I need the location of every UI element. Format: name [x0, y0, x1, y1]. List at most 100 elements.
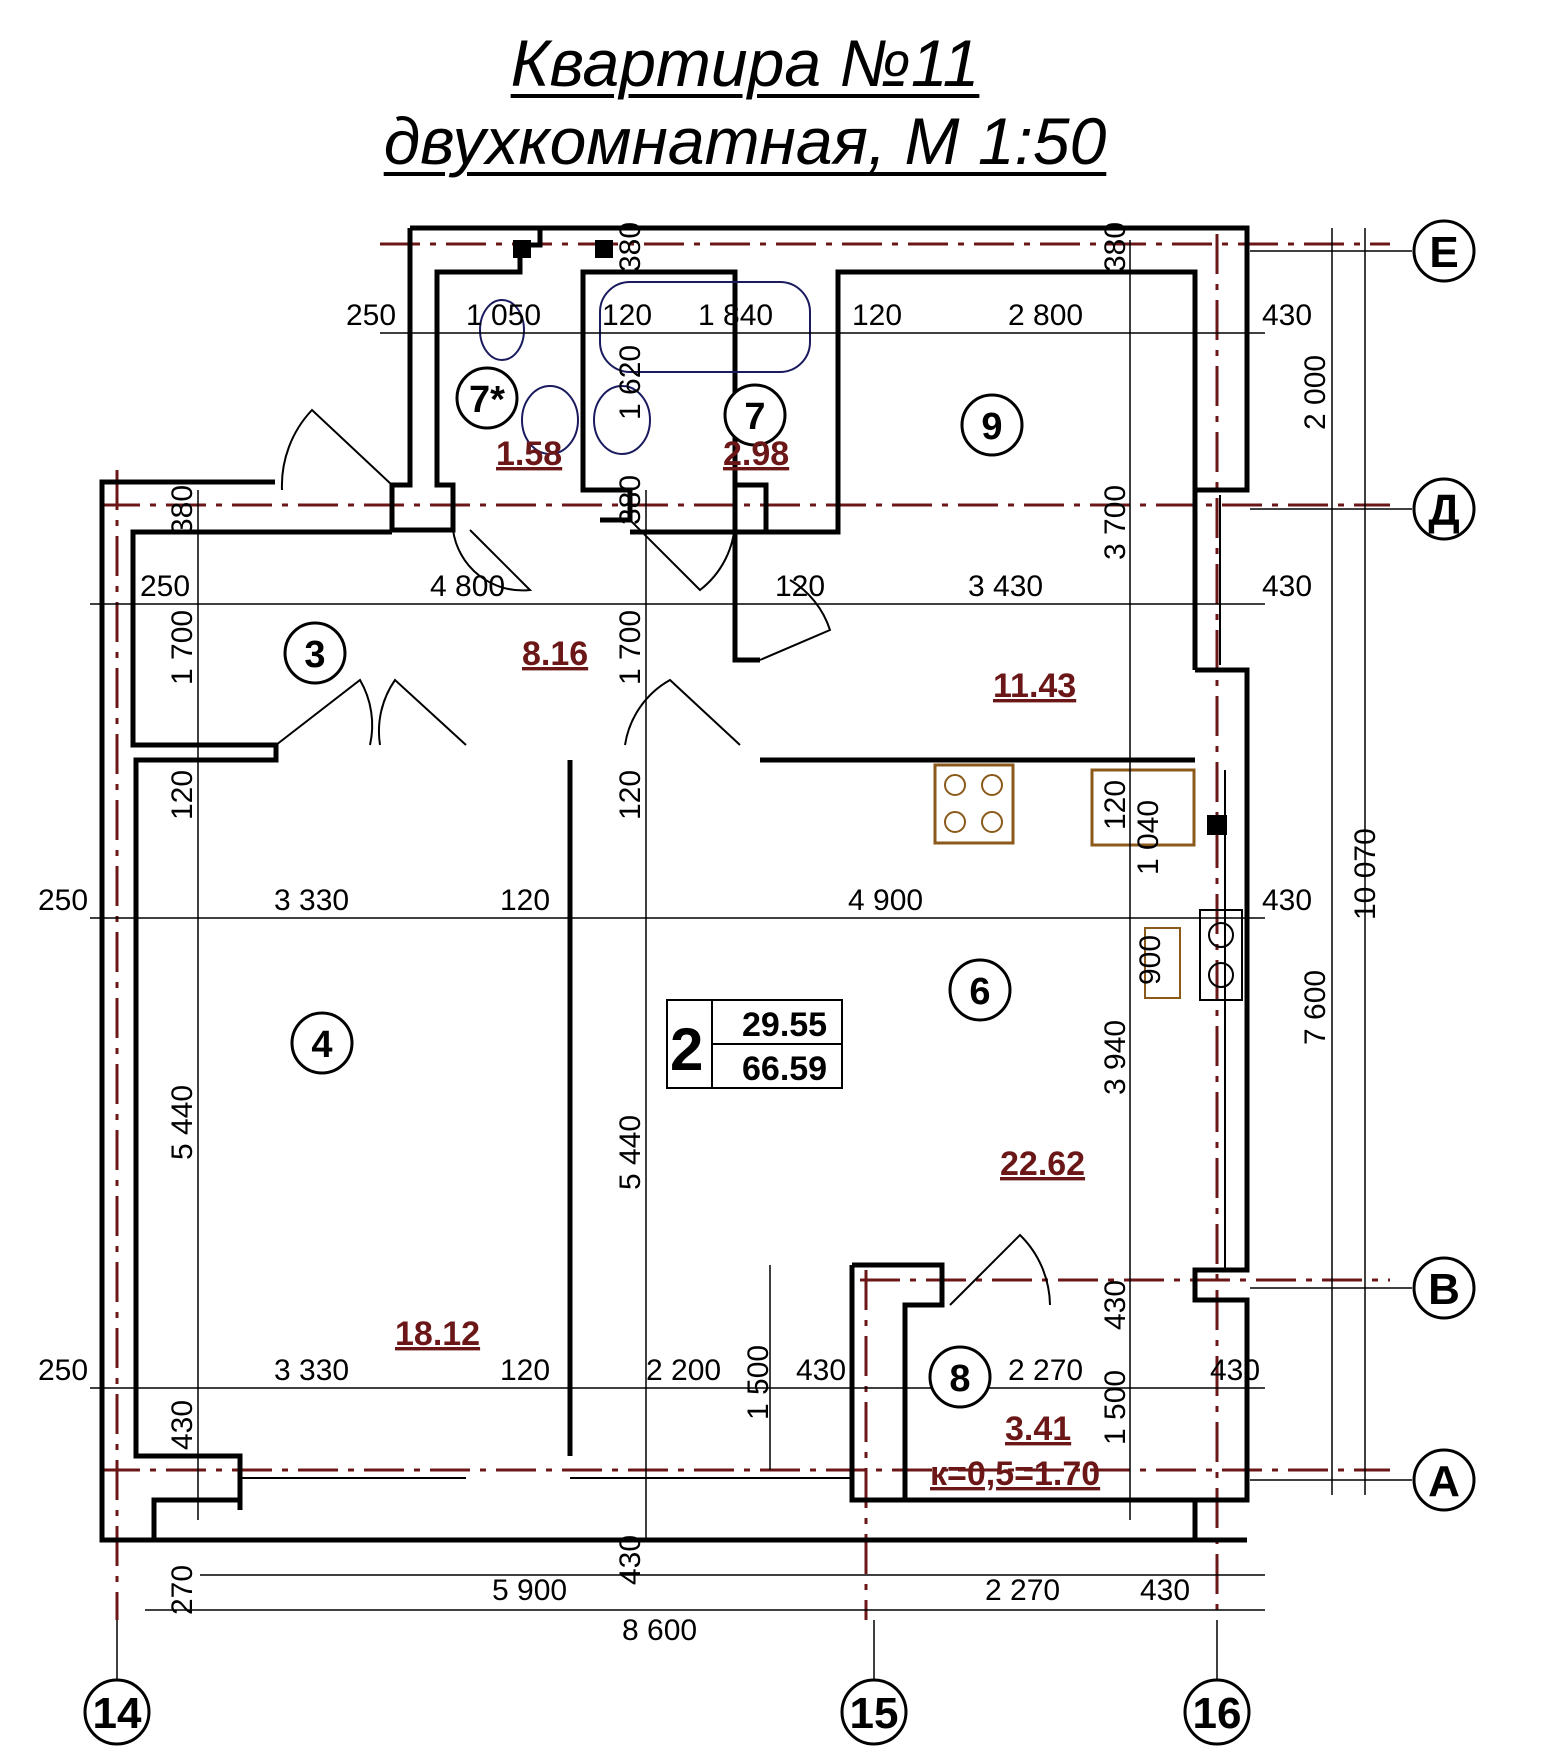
apartment-summary: 2 29.55 66.59: [666, 999, 843, 1089]
door-room4-a: [275, 678, 374, 746]
room-number: 7: [744, 396, 765, 438]
riser-icon: [513, 240, 531, 258]
wall-room9-left: [732, 485, 760, 663]
dim-label: 2 200: [646, 1354, 721, 1387]
axis-label-row: В: [1428, 1265, 1460, 1314]
dim-label: 430: [1262, 570, 1312, 603]
stove-icon: [933, 763, 1015, 845]
dim-label: 430: [614, 1535, 647, 1585]
plan-subtitle: двухкомнатная, М 1:50: [383, 104, 1107, 178]
wc-washbasin-icon: [521, 385, 579, 455]
dim-label: 2 800: [1008, 299, 1083, 332]
door-bath: [629, 519, 736, 592]
bath-washbasin-icon: [593, 385, 651, 455]
dim-label: 430: [1262, 299, 1312, 332]
dim-label: 4 800: [430, 570, 505, 603]
stove-burner-icon: [944, 811, 966, 833]
doors: [275, 408, 1051, 1306]
stove-burner-icon: [981, 811, 1003, 833]
dim-label: 1 700: [614, 610, 647, 685]
room-number-circle: [723, 383, 787, 447]
dim-label: 430: [166, 1400, 199, 1450]
riser-icon: [595, 240, 613, 258]
dim-label: 250: [346, 299, 396, 332]
dim-label: 1 700: [166, 610, 199, 685]
room-area: 1.58: [496, 435, 562, 473]
dim-label: 430: [1210, 1354, 1260, 1387]
dim-label: 5 440: [166, 1085, 199, 1160]
axis-marker-circle: [1412, 1448, 1476, 1512]
outer-wall-top: [410, 225, 1250, 535]
dim-label: 3 330: [274, 884, 349, 917]
stove-burner-icon: [981, 774, 1003, 796]
room-number-circle: [290, 1011, 354, 1075]
room-number: 8: [949, 1358, 970, 1400]
plan-title: Квартира №11: [510, 26, 980, 100]
dimension-lines: [90, 228, 1366, 1611]
bathtub-icon: [599, 281, 811, 373]
dim-label: 900: [1134, 935, 1167, 985]
room-area: 2.98: [723, 435, 789, 473]
dim-label: 120: [614, 770, 647, 820]
dim-label: 250: [140, 570, 190, 603]
kitchen-sink-icon: [1090, 768, 1196, 847]
dimension-texts: 250 1 050 120 1 840 120 2 800 430 380 38…: [38, 222, 1382, 1647]
door-wc: [452, 529, 533, 592]
axis-label-row: Е: [1429, 228, 1458, 277]
axis-label-col: 14: [93, 1689, 142, 1738]
axis-label-col: 15: [850, 1689, 899, 1738]
room-areas: 1.58 2.98 11.43 8.16 18.12 22.62 3.41 к=…: [395, 435, 1100, 1493]
room-area: 8.16: [522, 635, 588, 673]
toilet-icon: [479, 299, 525, 361]
dim-label: 1 050: [466, 299, 541, 332]
boiler-burner-icon: [1208, 962, 1234, 988]
wall-balcony: [849, 1262, 945, 1503]
room-area: 22.62: [1000, 1145, 1085, 1183]
door-balcony: [949, 1233, 1051, 1306]
dim-label: 3 700: [1099, 485, 1132, 560]
axis-label-row: Д: [1428, 486, 1459, 535]
dim-label: 120: [1099, 780, 1132, 830]
wall-right-lower: [1192, 667, 1250, 1540]
door-room4-b: [377, 678, 467, 746]
dim-label: 430: [1262, 884, 1312, 917]
dim-label: 120: [602, 299, 652, 332]
dim-label: 10 070: [1349, 828, 1382, 920]
dim-label: 250: [38, 884, 88, 917]
dim-label: 380: [166, 485, 199, 535]
room-number-circle: [455, 366, 519, 430]
room-number: 3: [304, 634, 325, 676]
dim-label: 1 840: [698, 299, 773, 332]
grid-axes: [100, 234, 1390, 1620]
dim-label: 430: [1099, 1280, 1132, 1330]
riser-icon: [1207, 815, 1227, 835]
dim-label: 380: [614, 222, 647, 272]
room-number: 4: [311, 1024, 332, 1066]
door-entrance: [280, 408, 393, 491]
door-kitchen: [624, 678, 741, 746]
dim-label: 1 620: [614, 345, 647, 420]
dim-label: 2 270: [1008, 1354, 1083, 1387]
dim-label: 120: [852, 299, 902, 332]
axis-label-col: 16: [1193, 1689, 1242, 1738]
axis-label-row: А: [1428, 1457, 1460, 1506]
room-number-circle: [928, 1345, 992, 1409]
dim-label: 5 900: [492, 1574, 567, 1607]
room-markers: 7* 7 9 3 4 6 8: [283, 366, 1024, 1409]
room-area: 11.43: [993, 667, 1076, 705]
outer-wall-left: [99, 479, 279, 1543]
dim-label: 380: [614, 475, 647, 525]
dim-label: 270: [166, 1565, 199, 1615]
washbasin-icon: [1144, 927, 1181, 999]
summary-rooms: 2: [670, 1016, 703, 1083]
dim-label: 8 600: [622, 1614, 697, 1647]
room-number: 6: [969, 971, 990, 1013]
axis-marker-circle: [1412, 219, 1476, 283]
room-number: 7*: [469, 379, 505, 421]
dim-label: 5 440: [614, 1115, 647, 1190]
dim-label: 1 500: [742, 1345, 775, 1420]
dim-label: 3 430: [968, 570, 1043, 603]
dim-label: 1 040: [1132, 800, 1165, 875]
room-area-note: к=0,5=1.70: [930, 1455, 1100, 1493]
